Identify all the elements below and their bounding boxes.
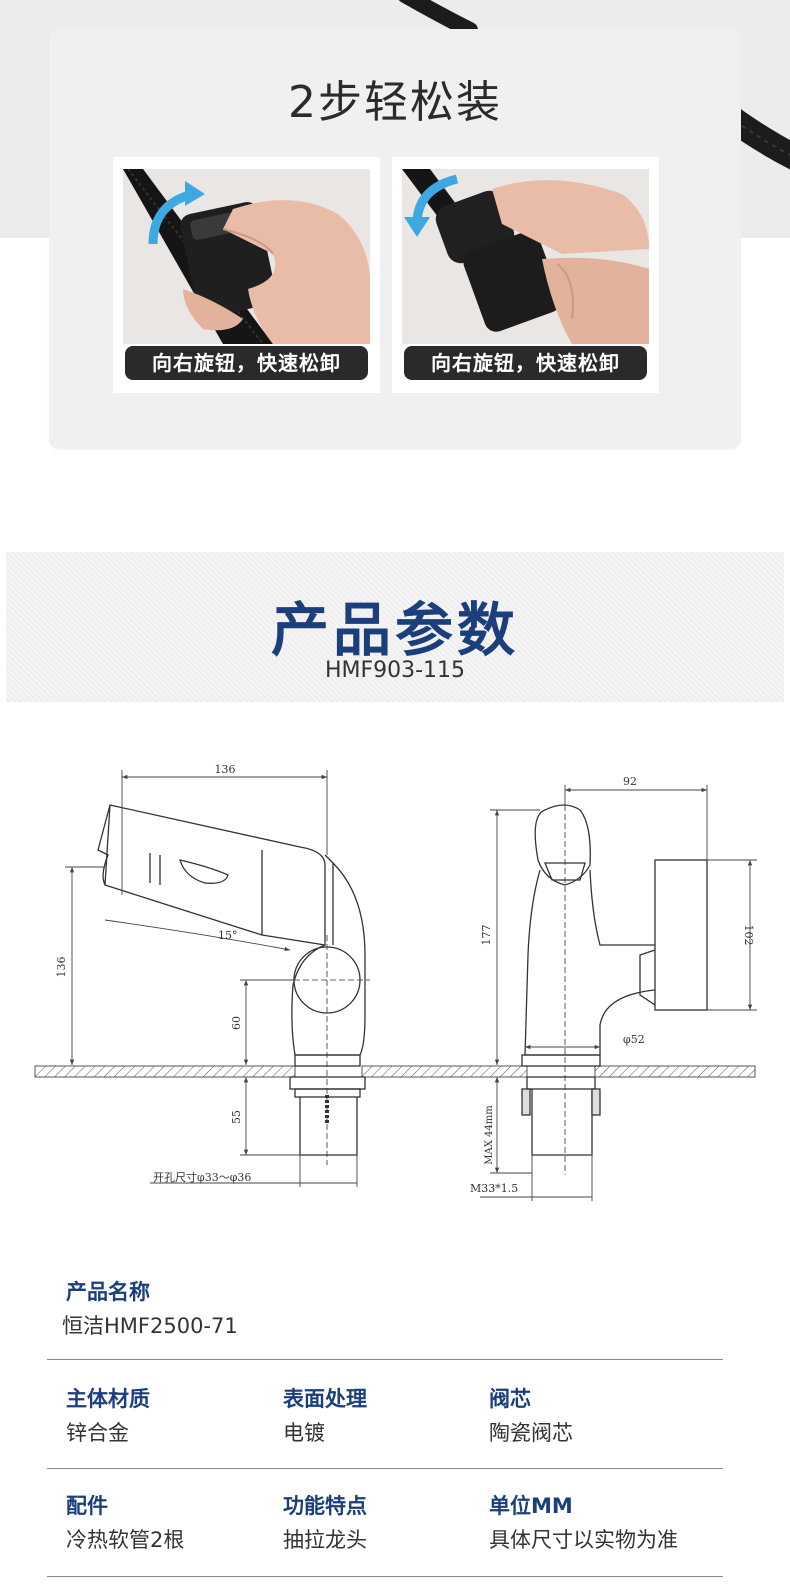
- params-banner: [6, 552, 784, 702]
- spec-value-unit: 具体尺寸以实物为准: [489, 1528, 678, 1552]
- spec-label-product-name: 产品名称: [66, 1280, 150, 1304]
- dim-base-diameter: φ52: [623, 1033, 645, 1046]
- dim-front-width: 136: [215, 763, 236, 776]
- side-view: [521, 804, 708, 1175]
- spec-label-material: 主体材质: [66, 1387, 150, 1411]
- dim-thread: M33*1.5: [470, 1182, 518, 1195]
- spec-label-accessories: 配件: [66, 1494, 108, 1518]
- dim-handle-height: 102: [742, 925, 755, 946]
- step-1-photo: 向右旋钮，快速松卸: [113, 157, 380, 393]
- dim-max-deck: MAX 44mm: [484, 1105, 495, 1165]
- spec-value-material: 锌合金: [66, 1421, 129, 1445]
- dim-front-height: 136: [55, 957, 68, 978]
- spec-divider: [47, 1576, 723, 1577]
- dim-base-height: 60: [230, 1016, 243, 1030]
- front-view: [97, 804, 370, 1165]
- side-dimensions: [480, 785, 757, 1201]
- step-1-illustration: [123, 169, 370, 344]
- spec-value-valve: 陶瓷阀芯: [489, 1421, 573, 1445]
- spec-label-valve: 阀芯: [489, 1387, 531, 1411]
- spec-label-features: 功能特点: [283, 1494, 367, 1518]
- dim-angle: 15°: [218, 929, 238, 942]
- spec-label-finish: 表面处理: [283, 1387, 367, 1411]
- model-number: HMF903-115: [324, 658, 466, 683]
- counter-deck: [34, 1065, 756, 1078]
- params-title: 产品参数: [270, 596, 519, 664]
- spec-value-accessories: 冷热软管2根: [66, 1528, 185, 1552]
- spec-label-unit: 单位MM: [489, 1494, 573, 1518]
- install-title: 2步轻松装: [288, 77, 502, 128]
- step-2-caption: 向右旋钮，快速松卸: [404, 346, 647, 380]
- dim-side-height: 177: [480, 925, 493, 946]
- technical-drawing: 136 136 15° 60 55 开孔尺寸φ33～φ36 92 177 1: [34, 763, 757, 1201]
- spec-value-finish: 电镀: [283, 1421, 325, 1445]
- spec-divider: [47, 1468, 723, 1469]
- step-1-caption: 向右旋钮，快速松卸: [125, 346, 368, 380]
- front-dimensions: [65, 770, 358, 1187]
- step-2-photo: 向右旋钮，快速松卸: [392, 157, 659, 393]
- spec-divider: [47, 1359, 723, 1360]
- hole-size-note: 开孔尺寸φ33～φ36: [153, 1170, 251, 1184]
- spec-value-features: 抽拉龙头: [283, 1528, 367, 1552]
- step-2-illustration: [402, 169, 649, 344]
- spec-value-product-name: 恒洁HMF2500-71: [62, 1314, 238, 1338]
- dim-below-deck: 55: [230, 1110, 243, 1124]
- dim-side-width: 92: [623, 775, 637, 788]
